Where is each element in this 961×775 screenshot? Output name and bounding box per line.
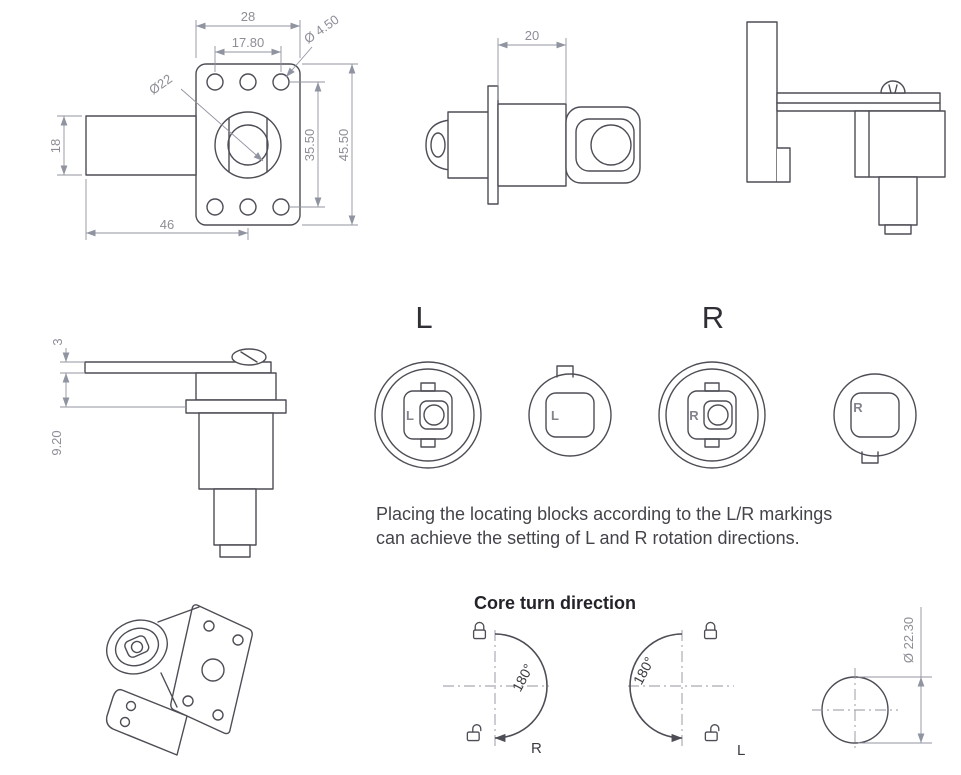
mounting-plate-outline — [195, 63, 301, 226]
cam-arm — [84, 361, 272, 374]
l-core-marking: L — [406, 408, 414, 423]
screw-head-icon — [880, 80, 906, 94]
dim-plate-width-label: 28 — [241, 9, 255, 24]
body-outline — [854, 110, 946, 178]
rotation-arc-l — [629, 633, 683, 743]
dim-hole-spacing-label: 17.80 — [232, 35, 265, 50]
r-block-marking: R — [853, 400, 863, 415]
l-block-marking: L — [551, 408, 559, 423]
cam-circle-view: Ø 22.30 — [812, 607, 932, 752]
left-heading: L — [415, 300, 432, 335]
dim-body-length-label: 20 — [525, 28, 539, 43]
body-outline — [497, 103, 567, 187]
plate-lip — [777, 147, 791, 183]
lock-barrel-iso — [106, 619, 168, 675]
l-locating-block: L — [528, 365, 612, 457]
body-outline — [198, 412, 274, 490]
core-turn-title: Core turn direction — [474, 593, 636, 613]
mounting-plate-iso — [170, 604, 253, 735]
cam-tip — [425, 119, 451, 171]
core-circle — [214, 111, 282, 179]
note-line-2: can achieve the setting of L and R rotat… — [376, 528, 800, 548]
lock-body-side — [85, 115, 197, 176]
note-line-1: Placing the locating blocks according to… — [376, 504, 832, 524]
screw-hole — [239, 198, 257, 216]
padlock-unlocked-icon — [466, 724, 482, 742]
dim-total-length-label: 46 — [160, 217, 174, 232]
shaft — [213, 488, 257, 546]
mounted-view — [746, 21, 946, 235]
r-locating-block: R — [833, 373, 917, 464]
l-direction-label: L — [737, 742, 745, 759]
flange — [185, 399, 287, 414]
r-direction-label: R — [531, 740, 542, 757]
rotation-arc-r — [494, 633, 548, 743]
r-core-face: R — [658, 361, 766, 469]
screw-hole — [206, 73, 224, 91]
lr-setting: L R L L R — [374, 300, 917, 548]
r-core-marking: R — [689, 408, 699, 423]
front-view: 28 17.80 Ø 4.50 Ø22 18 35.50 45.50 46 — [48, 9, 358, 240]
screw-hole — [272, 198, 290, 216]
r-rotation-angle: 180° — [509, 661, 537, 694]
dim-core-diameter-label: Ø22 — [146, 71, 175, 97]
profile-view: 20 — [425, 28, 641, 205]
padlock-locked-icon — [703, 621, 718, 640]
cam-diameter-label: Ø 22.30 — [901, 617, 916, 663]
core-turn-section: Core turn direction 180° R 180° L — [443, 593, 745, 759]
l-core-face: L — [374, 361, 482, 469]
plate-edge — [746, 21, 778, 183]
plate-edge — [487, 85, 499, 205]
screw-hole — [206, 198, 224, 216]
dim-plate-height-label: 45.50 — [336, 129, 351, 162]
inner-core-circle — [227, 124, 269, 166]
dim-hole-pitch-label: 35.50 — [302, 129, 317, 162]
turn-diagram-l: 180° L — [628, 621, 745, 759]
dim-hole-diameter-label: Ø 4.50 — [301, 12, 342, 47]
padlock-locked-icon — [472, 621, 487, 640]
head-outline — [565, 106, 641, 184]
cam-arm-edge — [776, 92, 941, 112]
dim-cam-depth-label: 9.20 — [49, 430, 64, 455]
dim-cam-thickness-label: 3 — [50, 338, 65, 345]
iso-view — [105, 604, 253, 756]
screw-hole — [272, 73, 290, 91]
turn-diagram-r: 180° R — [443, 621, 549, 757]
cam-side-view: 3 9.20 — [49, 338, 287, 558]
shaft — [878, 176, 918, 226]
screw-hole — [239, 73, 257, 91]
right-heading: R — [702, 300, 724, 335]
l-rotation-angle: 180° — [630, 654, 658, 687]
dim-body-height-label: 18 — [48, 139, 63, 153]
padlock-unlocked-icon — [704, 724, 720, 742]
